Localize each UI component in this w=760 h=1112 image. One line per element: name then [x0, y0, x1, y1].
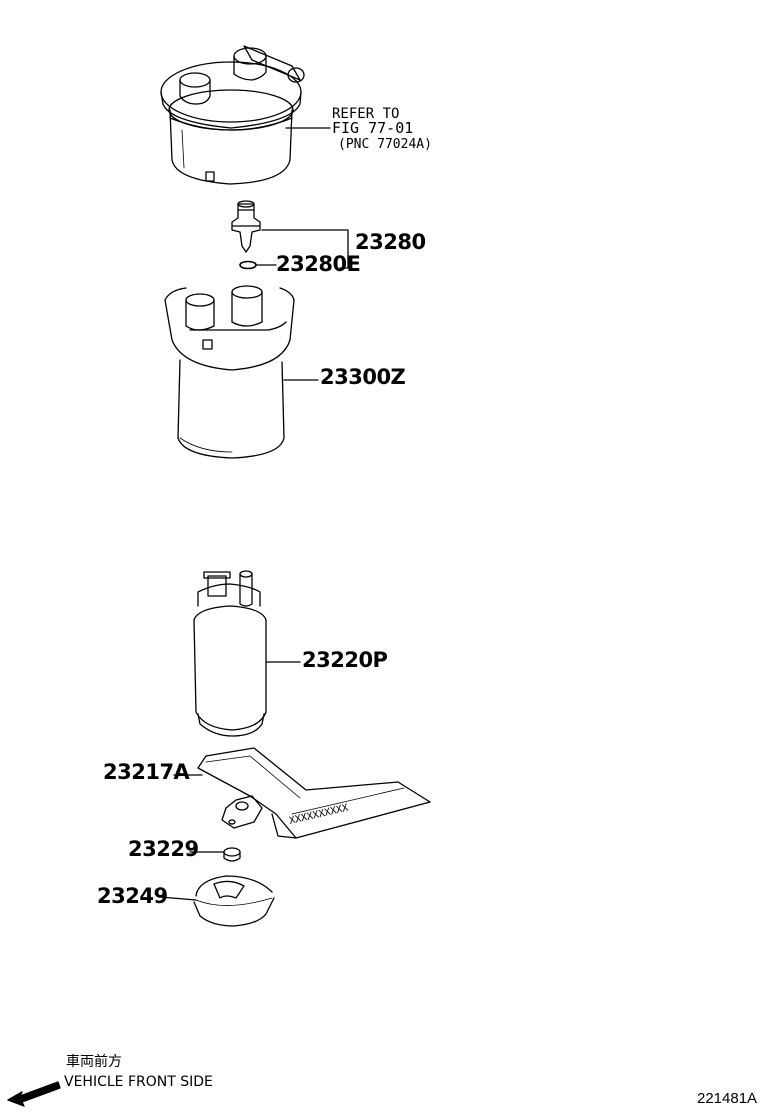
part-number-23280: 23280 — [355, 230, 426, 254]
part-number-23280E: 23280E — [276, 252, 361, 276]
part-number-23229: 23229 — [128, 837, 199, 861]
pressure-regulator-drawing — [232, 201, 260, 252]
part-number-23220P: 23220P — [302, 648, 388, 672]
bracket-marking: XXXXXXXXXX — [288, 803, 349, 827]
retainer-drawing — [194, 876, 274, 926]
part-number-23300Z: 23300Z — [320, 365, 406, 389]
leader-regulator-bracket — [262, 230, 348, 268]
leader-retainer — [160, 897, 196, 900]
filter-ref-line3: (PNC 77024A) — [338, 137, 432, 152]
illustration-code: 221481A — [697, 1090, 758, 1107]
bracket-drawing — [198, 748, 430, 838]
direction-arrow-icon — [8, 1082, 60, 1106]
part-number-23249: 23249 — [97, 884, 168, 908]
direction-label-en: VEHICLE FRONT SIDE — [64, 1074, 213, 1090]
fuel-filter-drawing — [161, 46, 304, 184]
part-number-23217A: 23217A — [103, 760, 190, 784]
cushion-drawing — [224, 848, 240, 861]
o-ring-drawing — [240, 262, 256, 269]
fuel-pump-drawing — [194, 571, 266, 736]
filter-ref-line1: REFER TO — [332, 106, 400, 122]
filter-ref-line2: FIG 77-01 — [332, 119, 414, 137]
filter-case-drawing — [165, 286, 294, 458]
direction-label-ja: 車両前方 — [66, 1054, 122, 1070]
